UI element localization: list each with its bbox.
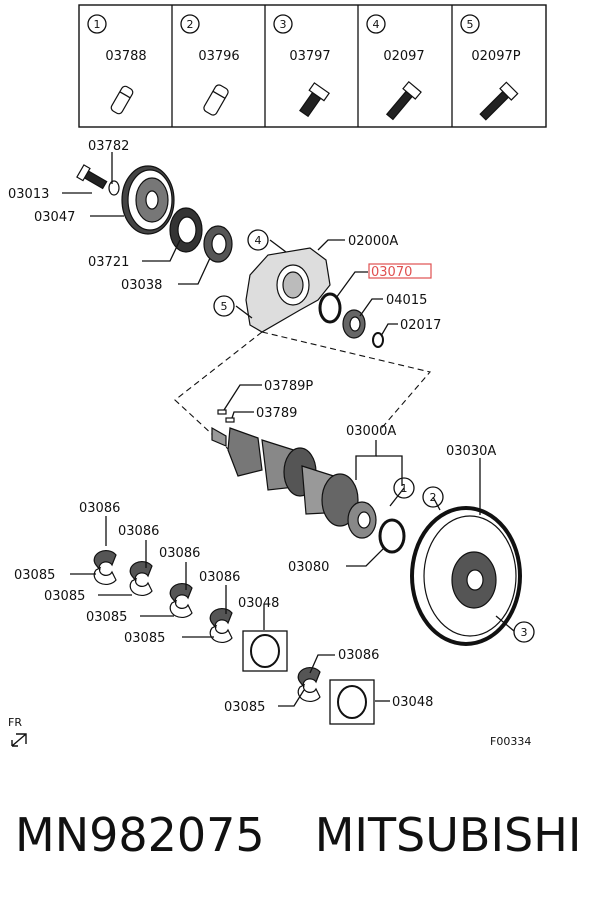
washer-03782: [108, 180, 120, 196]
label-03085: 03085: [86, 610, 127, 625]
bolt-icon: [299, 82, 330, 118]
bolt-icon: [479, 81, 519, 121]
callout-2: 2: [430, 491, 437, 504]
label-03721: 03721: [88, 255, 129, 270]
numbered-callouts: 4 5 1 2 3: [213, 229, 535, 643]
legend-code: 02097: [383, 49, 424, 64]
bearing-shell-pair-5: [297, 666, 321, 703]
label-03048: 03048: [238, 596, 279, 611]
label-03048: 03048: [392, 695, 433, 710]
label-03085: 03085: [124, 631, 165, 646]
label-03789: 03789: [256, 406, 297, 421]
label-04015: 04015: [386, 293, 427, 308]
label-03030A: 03030A: [446, 444, 496, 459]
crank-pulley-03047: [121, 165, 175, 235]
label-03086: 03086: [79, 501, 120, 516]
legend-number: 2: [187, 18, 194, 31]
callout-4: 4: [255, 234, 262, 247]
part-labels: 03782 03013 03047 03721 03038 02000A 030…: [8, 139, 496, 715]
legend-number: 4: [373, 18, 380, 31]
arrow-icon: [11, 733, 27, 747]
legend-cell-4: 4 02097: [366, 14, 425, 121]
front-direction-marker: FR: [8, 716, 27, 747]
label-03782: 03782: [88, 139, 129, 154]
pin-icon: [203, 84, 229, 116]
callout-3: 3: [521, 626, 528, 639]
dashed-guide: [174, 331, 432, 461]
exploded-parts-diagram: 1 03788 2 03796 3 03797: [8, 4, 547, 748]
bolt-03013: [76, 164, 108, 190]
bearing-shell-pair-1: [93, 549, 117, 586]
legend-code: 02097P: [471, 49, 520, 64]
thrust-washer-03048-lower: [329, 679, 375, 725]
pin-03789: [225, 417, 235, 423]
front-seal-03721: [169, 207, 203, 253]
legend-code: 03797: [289, 49, 330, 64]
pin-03789P: [217, 409, 227, 415]
label-03013: 03013: [8, 187, 49, 202]
thrust-washer-03048-upper: [242, 630, 288, 672]
label-03789P: 03789P: [264, 379, 313, 394]
label-03085: 03085: [14, 568, 55, 583]
legend-table: 1 03788 2 03796 3 03797: [78, 4, 547, 128]
legend-number: 3: [280, 18, 287, 31]
legend-number: 5: [467, 18, 474, 31]
label-03038: 03038: [121, 278, 162, 293]
label-03086: 03086: [159, 546, 200, 561]
part-number: MN982075: [15, 808, 265, 862]
legend-cell-1: 1 03788: [87, 14, 147, 115]
label-03000A: 03000A: [346, 424, 396, 439]
label-03086: 03086: [199, 570, 240, 585]
label-03086: 03086: [338, 648, 379, 663]
rear-seal-03070: [318, 292, 342, 324]
pin-icon: [110, 85, 134, 115]
plate-04015: [342, 309, 366, 339]
label-03070: 03070: [371, 265, 412, 280]
label-03085: 03085: [44, 589, 85, 604]
bearing-shell-pair-3: [169, 582, 193, 619]
legend-number: 1: [94, 18, 101, 31]
legend-cell-5: 5 02097P: [460, 14, 521, 121]
snap-ring-02017: [372, 332, 384, 348]
sprocket-03038: [203, 225, 233, 263]
label-02000A: 02000A: [348, 234, 398, 249]
legend-cell-3: 3 03797: [273, 14, 331, 118]
bolt-icon: [385, 80, 422, 121]
label-03086: 03086: [118, 524, 159, 539]
label-03085: 03085: [224, 700, 265, 715]
leader-lines: [62, 152, 515, 707]
crankshaft-03000A: [211, 426, 377, 539]
legend-code: 03796: [198, 49, 239, 64]
bearing-shell-pair-2: [129, 560, 153, 597]
flywheel-03030A: [410, 506, 522, 646]
callout-5: 5: [221, 300, 228, 313]
callout-1: 1: [401, 482, 408, 495]
pilot-bearing-03080: [378, 518, 406, 554]
seal-case-02000A: [245, 247, 331, 333]
figure-id: F00334: [490, 735, 531, 748]
highlight-box-03070: [368, 263, 432, 279]
direction-label: FR: [8, 716, 22, 729]
brand-name: MITSUBISHI: [314, 808, 582, 862]
label-02017: 02017: [400, 318, 441, 333]
part-caption: MN982075 MITSUBISHI: [15, 808, 581, 862]
label-03047: 03047: [34, 210, 75, 225]
label-03080: 03080: [288, 560, 329, 575]
legend-cell-2: 2 03796: [180, 14, 240, 116]
legend-code: 03788: [105, 49, 146, 64]
